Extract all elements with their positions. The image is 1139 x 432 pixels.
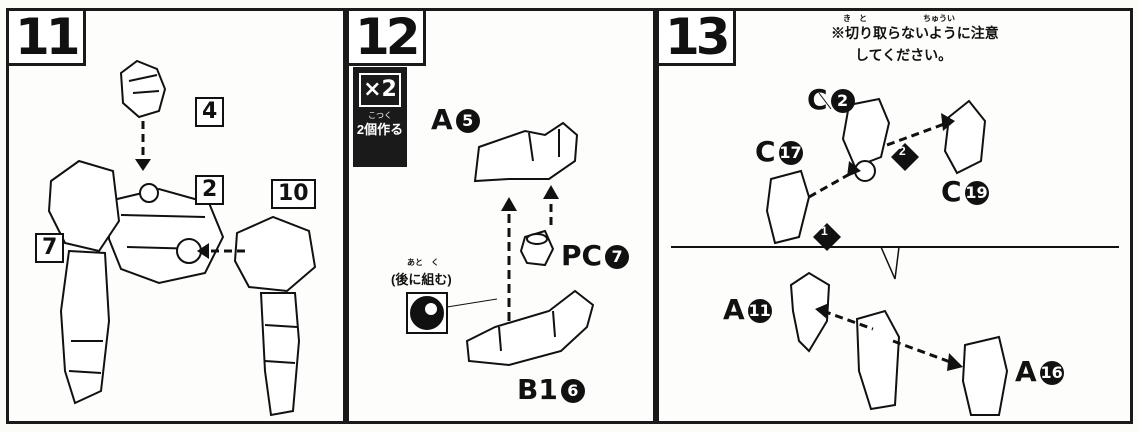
- callout-part-2: 2: [195, 175, 225, 205]
- step-13-panel: 13 き と ちゅうい ※切り取らないように注意 してください。: [656, 8, 1133, 424]
- step-11-diagram: [47, 59, 317, 417]
- callout-part-7: 7: [35, 233, 65, 263]
- later-ruby: あと く: [407, 258, 439, 267]
- caution-note-line2: してください。: [855, 47, 953, 63]
- multiplier: ×2: [359, 73, 401, 107]
- badge-text: 2個作る: [356, 122, 404, 137]
- make-two-badge: ×2 こつく 2個作る: [353, 67, 407, 167]
- step-number: 11: [6, 8, 86, 66]
- step-13-diagram: [671, 92, 1119, 416]
- callout-part-4: 4: [195, 97, 225, 127]
- later-note: (後に組む): [391, 272, 452, 287]
- step-number: 13: [656, 8, 736, 66]
- step-12-diagram: [406, 121, 595, 367]
- callout-part-10: 10: [271, 179, 316, 209]
- caution-ruby: き と ちゅうい: [843, 14, 955, 23]
- order-1: 1: [821, 224, 828, 238]
- step-11-panel: 11 4 2 7 10: [6, 8, 346, 424]
- order-2: 2: [899, 144, 906, 158]
- badge-ruby: こつく: [368, 111, 392, 120]
- caution-note-line1: ※切り取らないように注意: [831, 25, 999, 41]
- step-number: 12: [346, 8, 426, 66]
